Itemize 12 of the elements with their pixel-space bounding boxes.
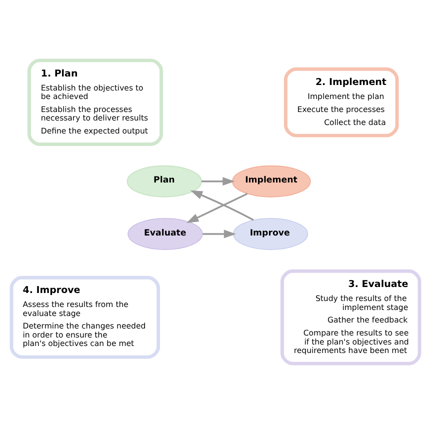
node-box: 2. Implement Implement the plan Execute the processes Collect the data: [284, 66, 399, 137]
arrow: [202, 229, 236, 238]
arrow: [186, 192, 248, 222]
node-ellipse: Improve: [232, 218, 308, 250]
node-box: 1. Plan Establish the objectives to be achieved Establish the processes necessary to deliver results Define the expected output: [27, 58, 164, 146]
node-box: 3. Evaluate Study the results of the implement stage Gather the feedback Compare the results to see if the plan's objectives and requirements have been met: [280, 268, 422, 365]
arrow: [190, 190, 254, 220]
node-ellipse: Implement: [232, 164, 311, 197]
node-ellipse: Evaluate: [128, 218, 203, 250]
arrow: [202, 176, 235, 186]
node-ellipse: Plan: [126, 164, 202, 197]
node-box: 4. Improve Assess the results from the evaluate stage Determine the changes needed in order to ensure the plan's objectives can be met: [10, 275, 160, 358]
